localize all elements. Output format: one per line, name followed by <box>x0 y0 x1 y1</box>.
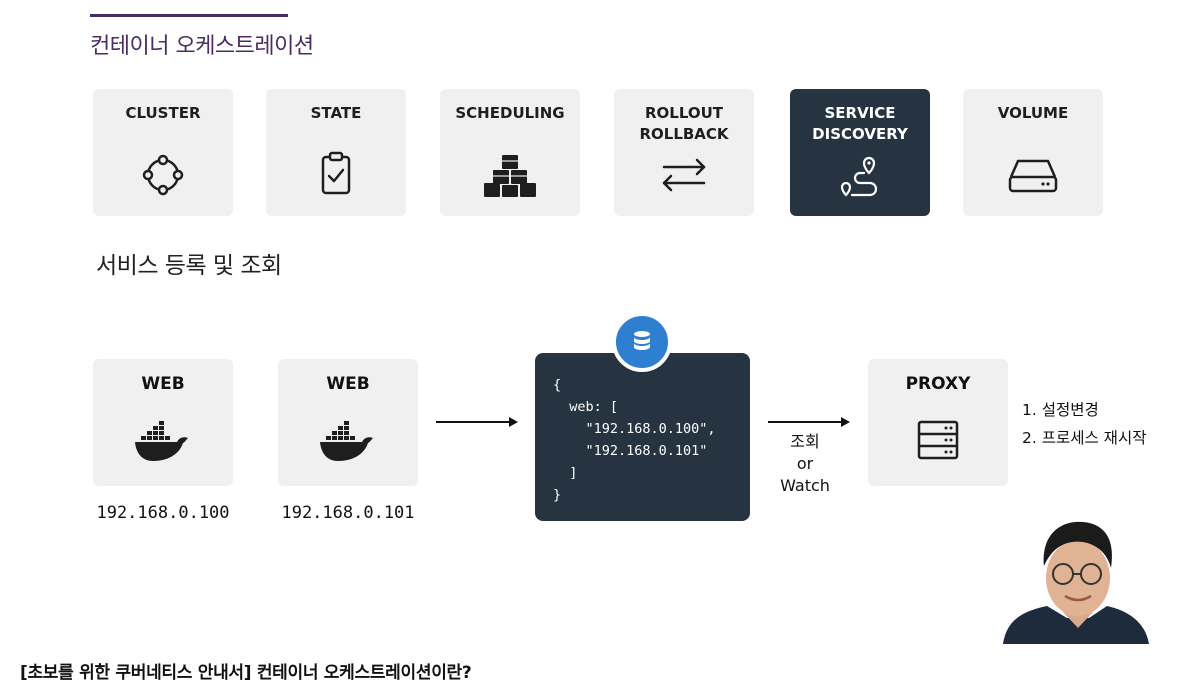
feature-card-rollout: ROLLOUT ROLLBACK <box>614 89 754 216</box>
slide-title: 컨테이너 오케스트레이션 <box>90 34 314 59</box>
feature-label: SERVICE DISCOVERY <box>812 104 908 143</box>
arrow-watch <box>768 417 850 427</box>
feature-label: SCHEDULING <box>455 104 565 122</box>
docker-icon <box>320 421 373 461</box>
web-ip: 192.168.0.100 <box>96 503 230 523</box>
hard-drive-icon <box>1008 159 1058 193</box>
feature-card-service-discovery: SERVICE DISCOVERY <box>790 89 930 216</box>
web-label: WEB <box>326 374 370 394</box>
feature-card-state: STATE <box>266 89 406 216</box>
proxy-label: PROXY <box>905 374 971 394</box>
section-heading: 서비스 등록 및 조회 <box>96 253 282 279</box>
registry-box: { web: [ "192.168.0.100", "192.168.0.101… <box>535 353 750 521</box>
proxy-step: 1. 설정변경 <box>1022 401 1099 419</box>
clipboard-check-icon <box>321 151 351 195</box>
proxy-step: 2. 프로세스 재시작 <box>1022 429 1147 447</box>
feature-label: STATE <box>310 104 362 122</box>
presenter-image <box>1003 521 1149 644</box>
cluster-icon <box>142 154 184 196</box>
watch-label: 조회 or Watch <box>780 432 830 495</box>
route-icon <box>840 156 878 197</box>
database-icon <box>634 331 650 350</box>
boxes-icon <box>484 155 536 197</box>
feature-label: ROLLOUT ROLLBACK <box>639 104 729 143</box>
feature-label: VOLUME <box>997 104 1069 122</box>
server-icon <box>917 420 959 460</box>
web-node-1: WEB <box>93 359 233 486</box>
feature-card-volume: VOLUME <box>963 89 1103 216</box>
database-badge <box>612 312 672 372</box>
proxy-steps: 1. 설정변경 2. 프로세스 재시작 <box>1022 396 1146 452</box>
swap-arrows-icon <box>662 158 706 192</box>
proxy-node: PROXY <box>868 359 1008 486</box>
feature-label: CLUSTER <box>125 104 201 122</box>
web-label: WEB <box>141 374 185 394</box>
web-node-2: WEB <box>278 359 418 486</box>
registry-code: { web: [ "192.168.0.100", "192.168.0.101… <box>553 377 716 503</box>
web-ip: 192.168.0.101 <box>281 503 415 523</box>
video-caption: [초보를 위한 쿠버네티스 안내서] 컨테이너 오케스트레이션이란? <box>20 663 472 683</box>
feature-card-scheduling: SCHEDULING <box>440 89 580 216</box>
title-rule <box>90 14 288 17</box>
docker-icon <box>135 421 188 461</box>
feature-card-cluster: CLUSTER <box>93 89 233 216</box>
arrow-register <box>436 417 518 427</box>
presenter-video <box>1003 516 1157 644</box>
